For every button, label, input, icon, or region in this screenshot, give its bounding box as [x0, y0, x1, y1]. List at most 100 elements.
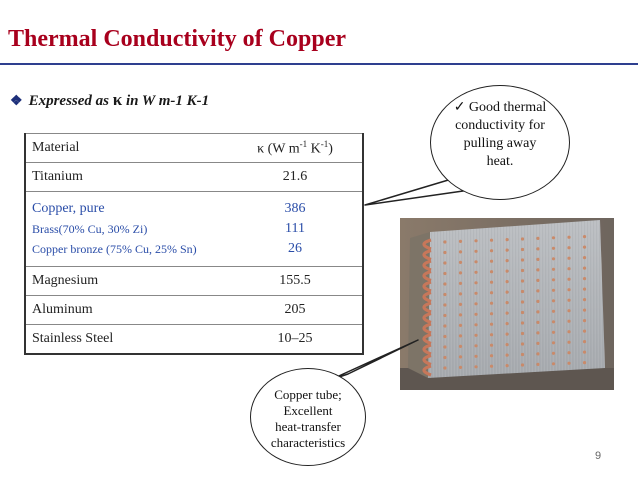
- bullet-suffix: in W m-1 K-1: [122, 93, 210, 109]
- cell-material-copper-group: Copper, pure Brass(70% Cu, 30% Zi) Coppe…: [25, 191, 228, 267]
- cell-material: Aluminum: [25, 295, 228, 325]
- copper-tube-end: [505, 248, 509, 252]
- table-header-row: Material κ (W m-1 K-1): [25, 133, 363, 163]
- copper-tube-end: [489, 312, 494, 316]
- table-row-copper: Copper, pure Brass(70% Cu, 30% Zi) Coppe…: [25, 191, 363, 267]
- slide-title: Thermal Conductivity of Copper: [8, 26, 346, 52]
- copper-tube-end: [536, 268, 540, 272]
- copper-tube-end: [582, 319, 587, 323]
- copper-tube-end: [536, 289, 540, 293]
- copper-tube-end: [505, 353, 509, 357]
- copper-tube-end: [443, 261, 447, 265]
- copper-tube-end: [520, 352, 525, 357]
- cell-material: Stainless Steel: [25, 324, 228, 355]
- page-number: 9: [595, 450, 602, 462]
- copper-tube-end: [443, 282, 447, 286]
- copper-tube-end: [474, 270, 478, 274]
- copper-tube-end: [567, 267, 571, 271]
- cell-value-copper-group: 386 111 26: [228, 191, 363, 267]
- copper-tube-end: [458, 281, 463, 285]
- copper-tube-end: [474, 323, 478, 327]
- copper-tube-end: [567, 256, 571, 260]
- copper-tube-end: [536, 341, 540, 345]
- copper-tube-end: [582, 245, 587, 249]
- table-row: Titanium 21.6: [25, 162, 363, 192]
- copper-tube-bend: [422, 269, 432, 283]
- table-row: Magnesium 155.5: [25, 266, 363, 296]
- copper-tube-end: [551, 341, 556, 345]
- copper-tube-end: [474, 333, 478, 337]
- copper-tube-bend: [422, 322, 432, 335]
- copper-tube-end: [458, 344, 463, 348]
- copper-tube-end: [520, 289, 525, 294]
- copper-tube-end: [582, 340, 587, 344]
- copper-tube-end: [551, 351, 556, 355]
- copper-tube-bend: [422, 290, 432, 304]
- copper-tube-end: [567, 319, 571, 323]
- copper-tube-bend: [422, 343, 432, 356]
- copper-tube-bend: [422, 238, 432, 251]
- copper-tube-end: [443, 334, 447, 339]
- copper-tube-end: [551, 320, 556, 324]
- copper-tube-end: [567, 246, 571, 250]
- copper-tube-end: [520, 321, 525, 325]
- copper-tube-end: [551, 267, 556, 271]
- copper-tube-end: [536, 331, 540, 335]
- copper-tube-end: [489, 343, 494, 347]
- copper-tube-end: [505, 322, 509, 326]
- conductivity-table: Material κ (W m-1 K-1) Titanium 21.6 Cop…: [24, 133, 364, 355]
- copper-tube-end: [536, 310, 540, 314]
- copper-tube-end: [536, 362, 540, 366]
- copper-tube-end: [505, 332, 509, 336]
- copper-tube-end: [474, 302, 478, 306]
- copper-tube-end: [505, 269, 509, 273]
- cell-value: 205: [228, 295, 363, 325]
- copper-tube-end: [567, 298, 571, 302]
- copper-tube-end: [489, 270, 494, 274]
- copper-tube-end: [520, 331, 525, 336]
- copper-tube-bend: [422, 259, 432, 272]
- cell-value: 386: [284, 201, 306, 216]
- copper-tube-end: [443, 324, 447, 328]
- callout-copper-tube: Copper tube; Excellent heat-transfer cha…: [250, 368, 366, 466]
- cell-value: 111: [285, 221, 305, 236]
- copper-tube-bend: [422, 301, 432, 314]
- copper-tube-end: [536, 320, 540, 324]
- copper-tube-end: [458, 302, 463, 306]
- copper-tube-end: [505, 301, 509, 305]
- cell-material: Magnesium: [25, 266, 228, 296]
- copper-tube-end: [443, 366, 447, 370]
- copper-tube-end: [489, 249, 494, 253]
- copper-tube-end: [582, 308, 587, 312]
- copper-tube-end: [458, 260, 463, 264]
- copper-tube-end: [536, 299, 540, 303]
- copper-tube-end: [520, 237, 525, 241]
- copper-tube-bend: [422, 353, 432, 367]
- copper-tube-end: [567, 351, 571, 355]
- copper-tube-end: [520, 279, 525, 283]
- copper-tube-end: [582, 329, 587, 333]
- copper-tube-end: [443, 271, 447, 276]
- copper-tube-end: [582, 235, 587, 239]
- copper-tube-end: [474, 249, 478, 253]
- copper-tube-end: [567, 340, 571, 344]
- copper-tube-end: [520, 300, 525, 304]
- copper-tube-end: [443, 313, 447, 318]
- copper-tube-bend: [422, 364, 432, 377]
- copper-tube-end: [474, 291, 478, 295]
- callout-good-conductivity: ✓ Good thermal conductivity for pulling …: [430, 85, 570, 200]
- copper-tube-end: [505, 259, 509, 263]
- copper-tube-end: [582, 298, 587, 302]
- copper-tube-end: [458, 334, 463, 338]
- copper-tube-end: [505, 364, 509, 368]
- table-row: Aluminum 205: [25, 295, 363, 325]
- copper-tube-end: [551, 362, 556, 366]
- copper-tube-end: [505, 238, 509, 242]
- cell-material: Copper bronze (75% Cu, 25% Sn): [32, 242, 197, 256]
- copper-tube-end: [520, 247, 525, 252]
- copper-tube-end: [443, 292, 447, 297]
- copper-tube-end: [474, 312, 478, 316]
- copper-tube-end: [443, 250, 447, 255]
- copper-tube-end: [520, 258, 525, 262]
- cell-value: 10–25: [228, 324, 363, 355]
